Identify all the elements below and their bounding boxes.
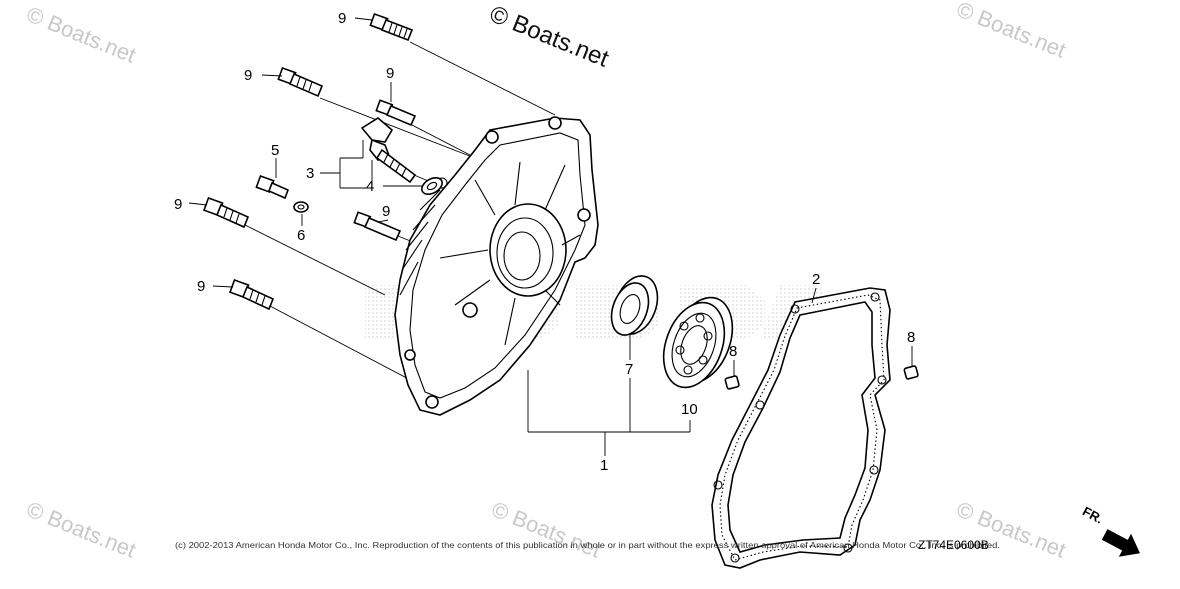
callout-9-upper-middle: 9 bbox=[386, 65, 394, 82]
watermark-bottom-right: © Boats.net bbox=[953, 496, 1069, 562]
drain-bolt bbox=[255, 174, 290, 200]
callout-5: 5 bbox=[271, 142, 279, 159]
dowel-pin-right bbox=[903, 365, 919, 380]
callout-8-left: 8 bbox=[729, 343, 737, 360]
callout-leaders bbox=[188, 17, 913, 456]
callout-7: 7 bbox=[625, 361, 633, 378]
callout-8-right: 8 bbox=[907, 329, 915, 346]
bolt-upper-left bbox=[277, 66, 324, 98]
front-label: FR. bbox=[1080, 504, 1106, 527]
callout-9-upper-left: 9 bbox=[244, 67, 252, 84]
bolt-middle bbox=[353, 211, 402, 242]
o-ring bbox=[421, 177, 443, 195]
watermark-top-right: © Boats.net bbox=[953, 0, 1069, 63]
callout-9-top: 9 bbox=[338, 10, 346, 27]
crankcase-cover bbox=[394, 116, 599, 416]
bolt-lower-left bbox=[229, 278, 275, 311]
arrow-right-icon bbox=[1101, 529, 1140, 557]
callout-3: 3 bbox=[306, 165, 314, 182]
ball-bearing bbox=[662, 296, 734, 389]
callout-9-left: 9 bbox=[174, 196, 182, 213]
callout-6: 6 bbox=[297, 227, 305, 244]
watermark-bottom-left: © Boats.net bbox=[23, 496, 139, 562]
gasket bbox=[711, 287, 891, 569]
watermark-bottom-center: © Boats.net bbox=[488, 496, 604, 562]
oil-gauge bbox=[360, 117, 417, 184]
callout-4: 4 bbox=[366, 178, 374, 195]
copyright-notice: (c) 2002-2013 American Honda Motor Co., … bbox=[175, 540, 1000, 550]
watermark-top-left: © Boats.net bbox=[23, 1, 139, 67]
boats-net-watermark: © Boats.net bbox=[486, 1, 613, 73]
bolt-upper-middle bbox=[375, 99, 417, 127]
oil-seal bbox=[610, 275, 659, 336]
bolt-left bbox=[203, 196, 250, 229]
diagram-code: ZT74E0600B bbox=[918, 538, 989, 552]
flange-bolts bbox=[203, 12, 417, 311]
callout-numbers: 9 9 9 5 3 4 9 9 6 9 2 8 8 7 10 1 bbox=[174, 10, 915, 474]
callout-1: 1 bbox=[600, 457, 608, 474]
callout-9-middle: 9 bbox=[382, 203, 390, 220]
callout-10: 10 bbox=[681, 401, 698, 418]
bolt-top bbox=[369, 12, 414, 42]
front-direction-indicator: FR. bbox=[1080, 504, 1140, 557]
dowel-pin-left bbox=[724, 375, 740, 390]
callout-9-lower-left: 9 bbox=[197, 278, 205, 295]
washer bbox=[293, 201, 309, 213]
callout-2: 2 bbox=[812, 271, 820, 288]
